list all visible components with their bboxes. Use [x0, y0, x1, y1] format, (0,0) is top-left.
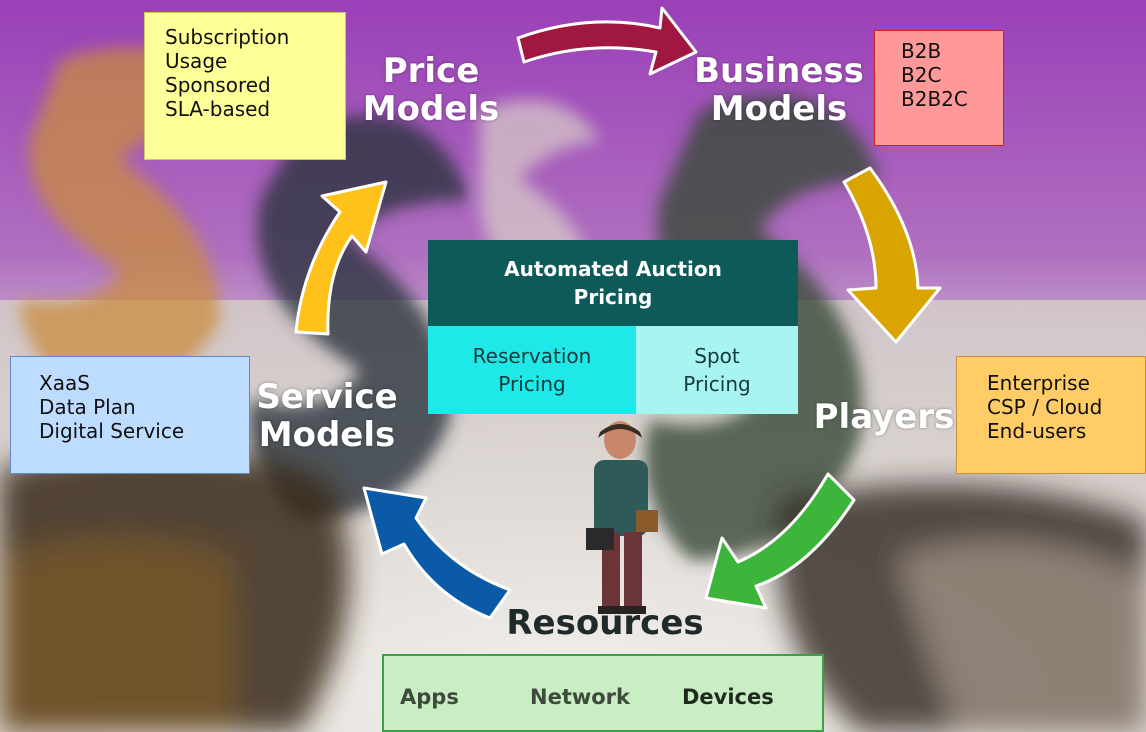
price-model-item: SLA-based — [165, 97, 271, 121]
price-models-box: Subscription Usage Sponsored SLA-based — [144, 12, 346, 160]
players-label: Players — [813, 397, 955, 437]
service-model-item: Data Plan — [39, 395, 136, 419]
service-model-item: XaaS — [39, 371, 90, 395]
spot-pricing-text: Spot Pricing — [683, 344, 751, 396]
price-model-item: Sponsored — [165, 73, 271, 97]
auction-pricing-title: Automated Auction Pricing — [428, 240, 798, 326]
businessman-figure — [586, 421, 658, 614]
price-model-item: Subscription — [165, 25, 290, 49]
resource-item-devices: Devices — [682, 685, 774, 709]
business-models-box: B2B B2C B2B2C — [874, 30, 1004, 146]
resources-box: Apps Network Devices — [382, 654, 824, 732]
service-models-label: Service Models — [256, 377, 398, 455]
price-model-item: Usage — [165, 49, 228, 73]
resources-label: Resources — [506, 603, 704, 643]
arrow-price-to-business — [516, 6, 698, 76]
resource-item-network: Network — [530, 685, 631, 709]
players-box: Enterprise CSP / Cloud End-users — [956, 356, 1146, 474]
player-item: End-users — [987, 419, 1087, 443]
price-models-label: Price Models — [362, 51, 500, 129]
service-model-item: Digital Service — [39, 419, 185, 443]
arrow-resources-to-service — [362, 486, 512, 620]
arrow-service-to-price — [294, 180, 388, 336]
business-models-label: Business Models — [694, 51, 864, 129]
reservation-pricing-text: Reservation Pricing — [472, 344, 592, 396]
reservation-pricing-cell: Reservation Pricing — [428, 326, 636, 414]
auction-pricing-panel: Automated Auction Pricing Reservation Pr… — [428, 240, 798, 414]
arrow-players-to-resources — [704, 472, 856, 610]
resource-item-apps: Apps — [400, 685, 459, 709]
spot-pricing-cell: Spot Pricing — [636, 326, 798, 414]
arrow-business-to-players — [842, 166, 942, 344]
service-models-box: XaaS Data Plan Digital Service — [10, 356, 250, 474]
auction-title-text: Automated Auction Pricing — [504, 257, 722, 309]
business-model-item: B2B2C — [901, 87, 968, 111]
player-item: CSP / Cloud — [987, 395, 1103, 419]
business-model-item: B2C — [901, 63, 942, 87]
player-item: Enterprise — [987, 371, 1090, 395]
business-model-item: B2B — [901, 39, 942, 63]
